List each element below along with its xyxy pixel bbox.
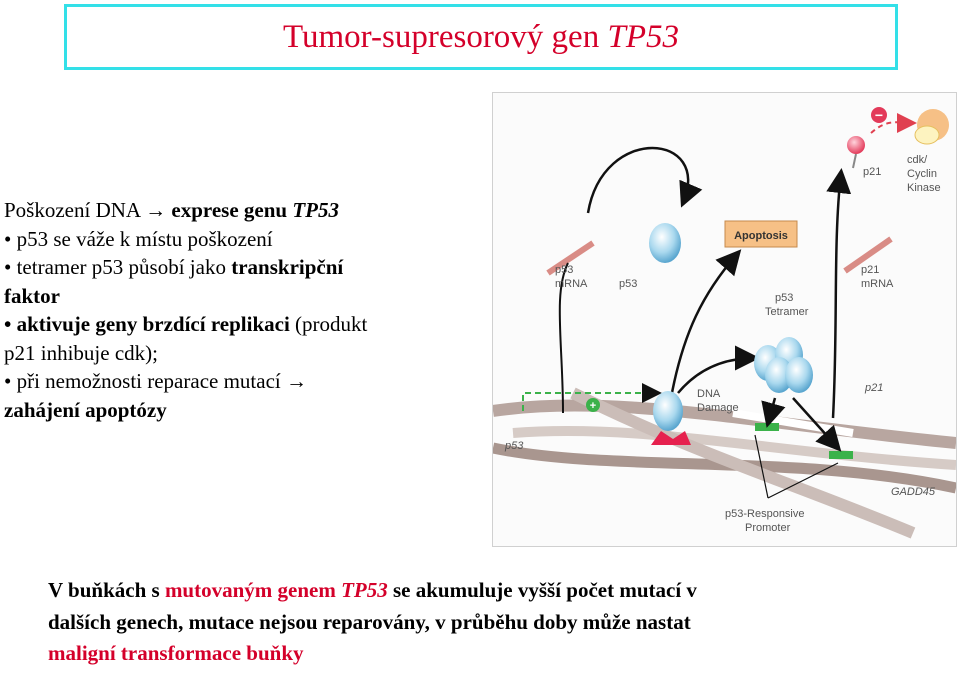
label-dna-damage-1: DNA [697, 388, 721, 400]
label-tetramer-2: Tetramer [765, 306, 809, 318]
bottom-highlight-malignant: maligní transformace buňky [48, 641, 304, 665]
plus-sign: + [590, 400, 596, 412]
bullet-line-4: faktor [4, 282, 484, 311]
label-p53-mrna-2: mRNA [555, 278, 588, 290]
title-gene: TP53 [607, 18, 679, 55]
p53-protein-blob [649, 223, 681, 263]
bullet-list: Poškození DNA → exprese genu TP53 • p53 … [4, 196, 484, 424]
dna-strand-4 [570, 387, 916, 539]
dna-strand-2 [512, 425, 956, 470]
bottom-line-2: dalších genech, mutace nejsou reparovány… [48, 609, 691, 634]
arrow-to-apoptosis [669, 249, 742, 399]
apoptosis-box [724, 220, 798, 248]
label-gadd45: GADD45 [891, 486, 936, 498]
dna-strand-1 [493, 399, 956, 449]
bottom-line-1: V buňkách s mutovaným genem TP53 se akum… [48, 575, 948, 607]
bottom-text-a: V buňkách s [48, 578, 165, 602]
apoptosis-label: Apoptosis [734, 230, 788, 242]
label-cdk-2: Cyclin [907, 168, 937, 180]
bullet-3-bold: transkripční [231, 255, 344, 279]
arrow-tetramer-to-dna-2 [792, 397, 842, 452]
arrow-to-p21 [826, 168, 852, 419]
p53-mrna-bar [546, 240, 595, 276]
p21-mrna-bar [843, 236, 893, 274]
title-prefix: Tumor-supresorový gen [283, 18, 608, 55]
bullet-line-5: • aktivuje geny brzdící replikaci (produ… [4, 310, 484, 339]
label-promoter-2: Promoter [745, 522, 791, 534]
label-p21-mrna-1: p21 [861, 264, 879, 276]
p53-pathway-figure: Apoptosis − + p53 mRNA p53 p53 Tetramer … [492, 92, 957, 547]
bullet-line-1: Poškození DNA → exprese genu TP53 [4, 196, 484, 225]
bullet-line-2: • p53 se váže k místu poškození [4, 226, 273, 251]
label-cdk-3: Kinase [907, 182, 941, 194]
bottom-text-d: se akumuluje vyšší počet mutací v [387, 578, 697, 602]
bullet-5-bold: • aktivuje geny brzdící replikaci [4, 312, 290, 336]
arrow-to-tetramer [677, 345, 760, 394]
bullet-line-8: zahájení apoptózy [4, 396, 484, 425]
minus-sign: − [875, 107, 883, 123]
promoter-site-2 [829, 451, 853, 459]
bottom-paragraph: V buňkách s mutovaným genem TP53 se akum… [48, 575, 948, 670]
bullet-8-bold: zahájení apoptózy [4, 397, 167, 422]
pathway-diagram: Apoptosis − + p53 mRNA p53 p53 Tetramer … [493, 107, 956, 539]
label-p21-gene: p21 [864, 382, 883, 394]
bullet-1-text: Poškození DNA → [4, 198, 172, 222]
arrow-mrna-to-protein [586, 146, 703, 214]
bullet-1-bold: exprese genu [171, 198, 293, 222]
bottom-line-3: maligní transformace buňky [48, 638, 948, 670]
dna-strand-3 [493, 442, 956, 494]
arrow-feedback-dashed [522, 383, 662, 411]
label-p21-mrna-2: mRNA [861, 278, 894, 290]
arrow-gene-to-mrna [558, 262, 569, 414]
label-cdk-1: cdk/ [907, 154, 928, 166]
label-dna-damage-2: Damage [697, 402, 739, 414]
bullet-5-text: (produkt [289, 312, 368, 336]
minus-icon [871, 107, 887, 123]
page-title: Tumor-supresorový gen TP53 [283, 19, 679, 56]
promoter-pointer-2 [767, 462, 839, 499]
promoter-pointer-1 [754, 434, 769, 499]
label-p53-mrna-1: p53 [555, 264, 573, 276]
promoter-site-1 [755, 423, 779, 431]
label-p53-protein: p53 [619, 278, 637, 290]
bottom-gene: TP53 [341, 578, 388, 602]
bullet-1-gene: TP53 [292, 198, 340, 222]
bullet-4-bold: faktor [4, 283, 60, 308]
label-tetramer-1: p53 [775, 292, 793, 304]
bottom-highlight-mutated: mutovaným genem [164, 578, 342, 602]
title-box: Tumor-supresorový gen TP53 [64, 4, 898, 70]
bullet-line-7: • při nemožnosti reparace mutací → [4, 369, 307, 393]
label-p53-gene: p53 [504, 440, 524, 452]
plus-icon [586, 398, 600, 412]
arrow-tetramer-to-dna-1 [761, 397, 786, 428]
dna-damage-mark [651, 431, 691, 445]
p53-bound-blob [653, 391, 683, 431]
tetramer-blob-3 [765, 357, 793, 393]
tetramer-blob-4 [785, 357, 813, 393]
arrow-inhibit-cdk [870, 112, 917, 134]
p21-protein [847, 136, 865, 154]
label-p21-protein: p21 [863, 166, 881, 178]
label-promoter-1: p53-Responsive [725, 508, 805, 520]
bullet-line-3: • tetramer p53 působí jako transkripční [4, 253, 484, 282]
bullet-line-6: p21 inhibuje cdk); [4, 340, 158, 365]
bullet-3-text: • tetramer p53 působí jako [4, 255, 232, 279]
